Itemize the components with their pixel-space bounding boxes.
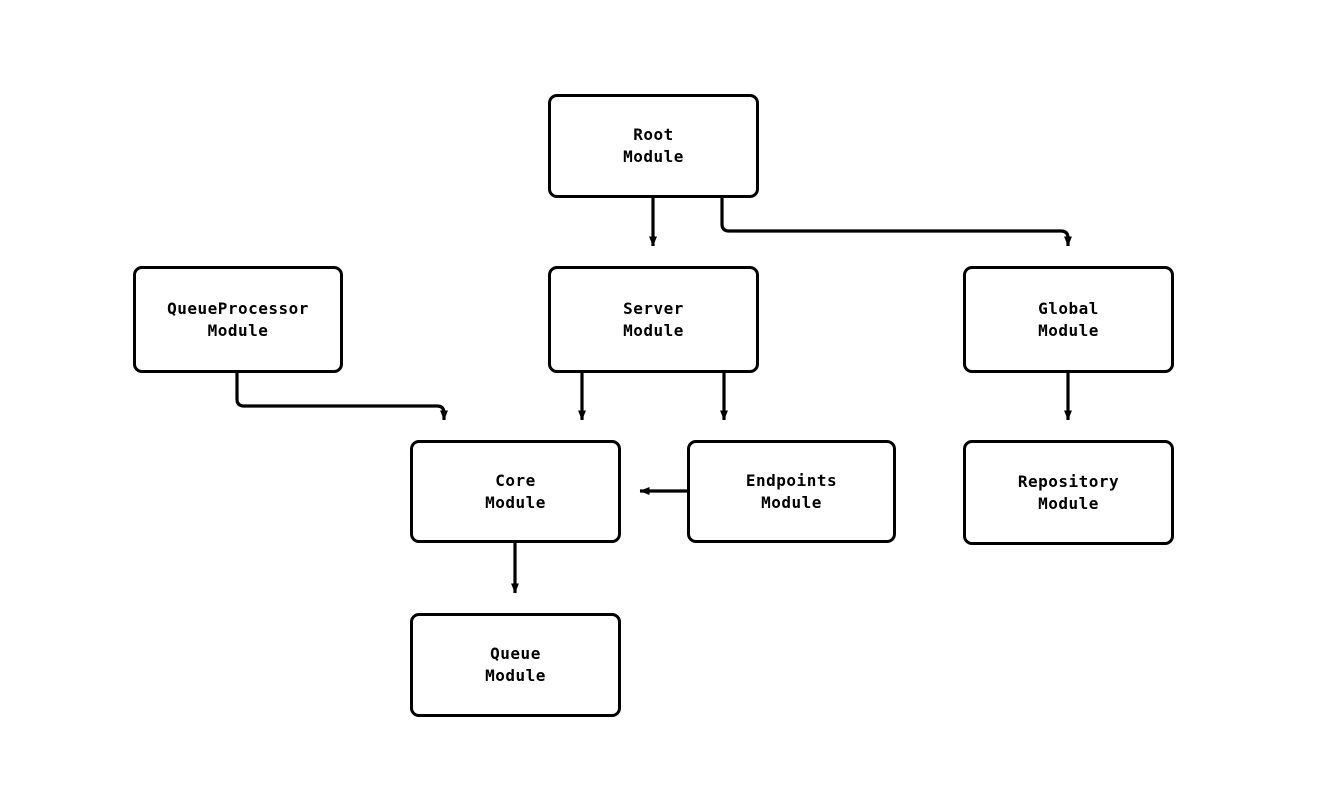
node-endpoints-label-line1: Endpoints (745, 470, 838, 490)
node-repository-label-line2: Module (1038, 493, 1099, 513)
node-queue-label-line2: Module (485, 666, 546, 685)
node-server[interactable]: Server Module (548, 266, 759, 373)
node-global[interactable]: Global Module (963, 266, 1174, 373)
node-queue-label-line1: Queue (490, 644, 541, 663)
node-core-label-line1: Core (495, 470, 536, 490)
edge-queueprocessor-to-core (235, 373, 448, 421)
node-root[interactable]: Root Module (548, 94, 759, 198)
node-core-label-line2: Module (485, 492, 546, 512)
node-repository-label-line1: Repository (1017, 471, 1120, 491)
node-endpoints[interactable]: Endpoints Module (687, 440, 896, 543)
node-global-label-line1: Global (1038, 298, 1099, 318)
node-global-label-line2: Module (1038, 320, 1099, 340)
node-repository[interactable]: Repository Module (963, 440, 1174, 545)
node-endpoints-label-line2: Module (761, 492, 822, 512)
node-server-label-line1: Server (623, 298, 684, 318)
node-core[interactable]: Core Module (410, 440, 621, 543)
node-queueprocessor[interactable]: QueueProcessor Module (133, 266, 343, 373)
node-root-label-line1: Root (633, 125, 674, 144)
node-queueprocessor-label-line1: QueueProcessor (167, 298, 309, 318)
node-root-label-line2: Module (623, 147, 684, 166)
edge-root-to-global (720, 198, 1072, 247)
node-queueprocessor-label-line2: Module (207, 320, 269, 340)
node-server-label-line2: Module (623, 320, 684, 340)
node-queue[interactable]: Queue Module (410, 613, 621, 717)
